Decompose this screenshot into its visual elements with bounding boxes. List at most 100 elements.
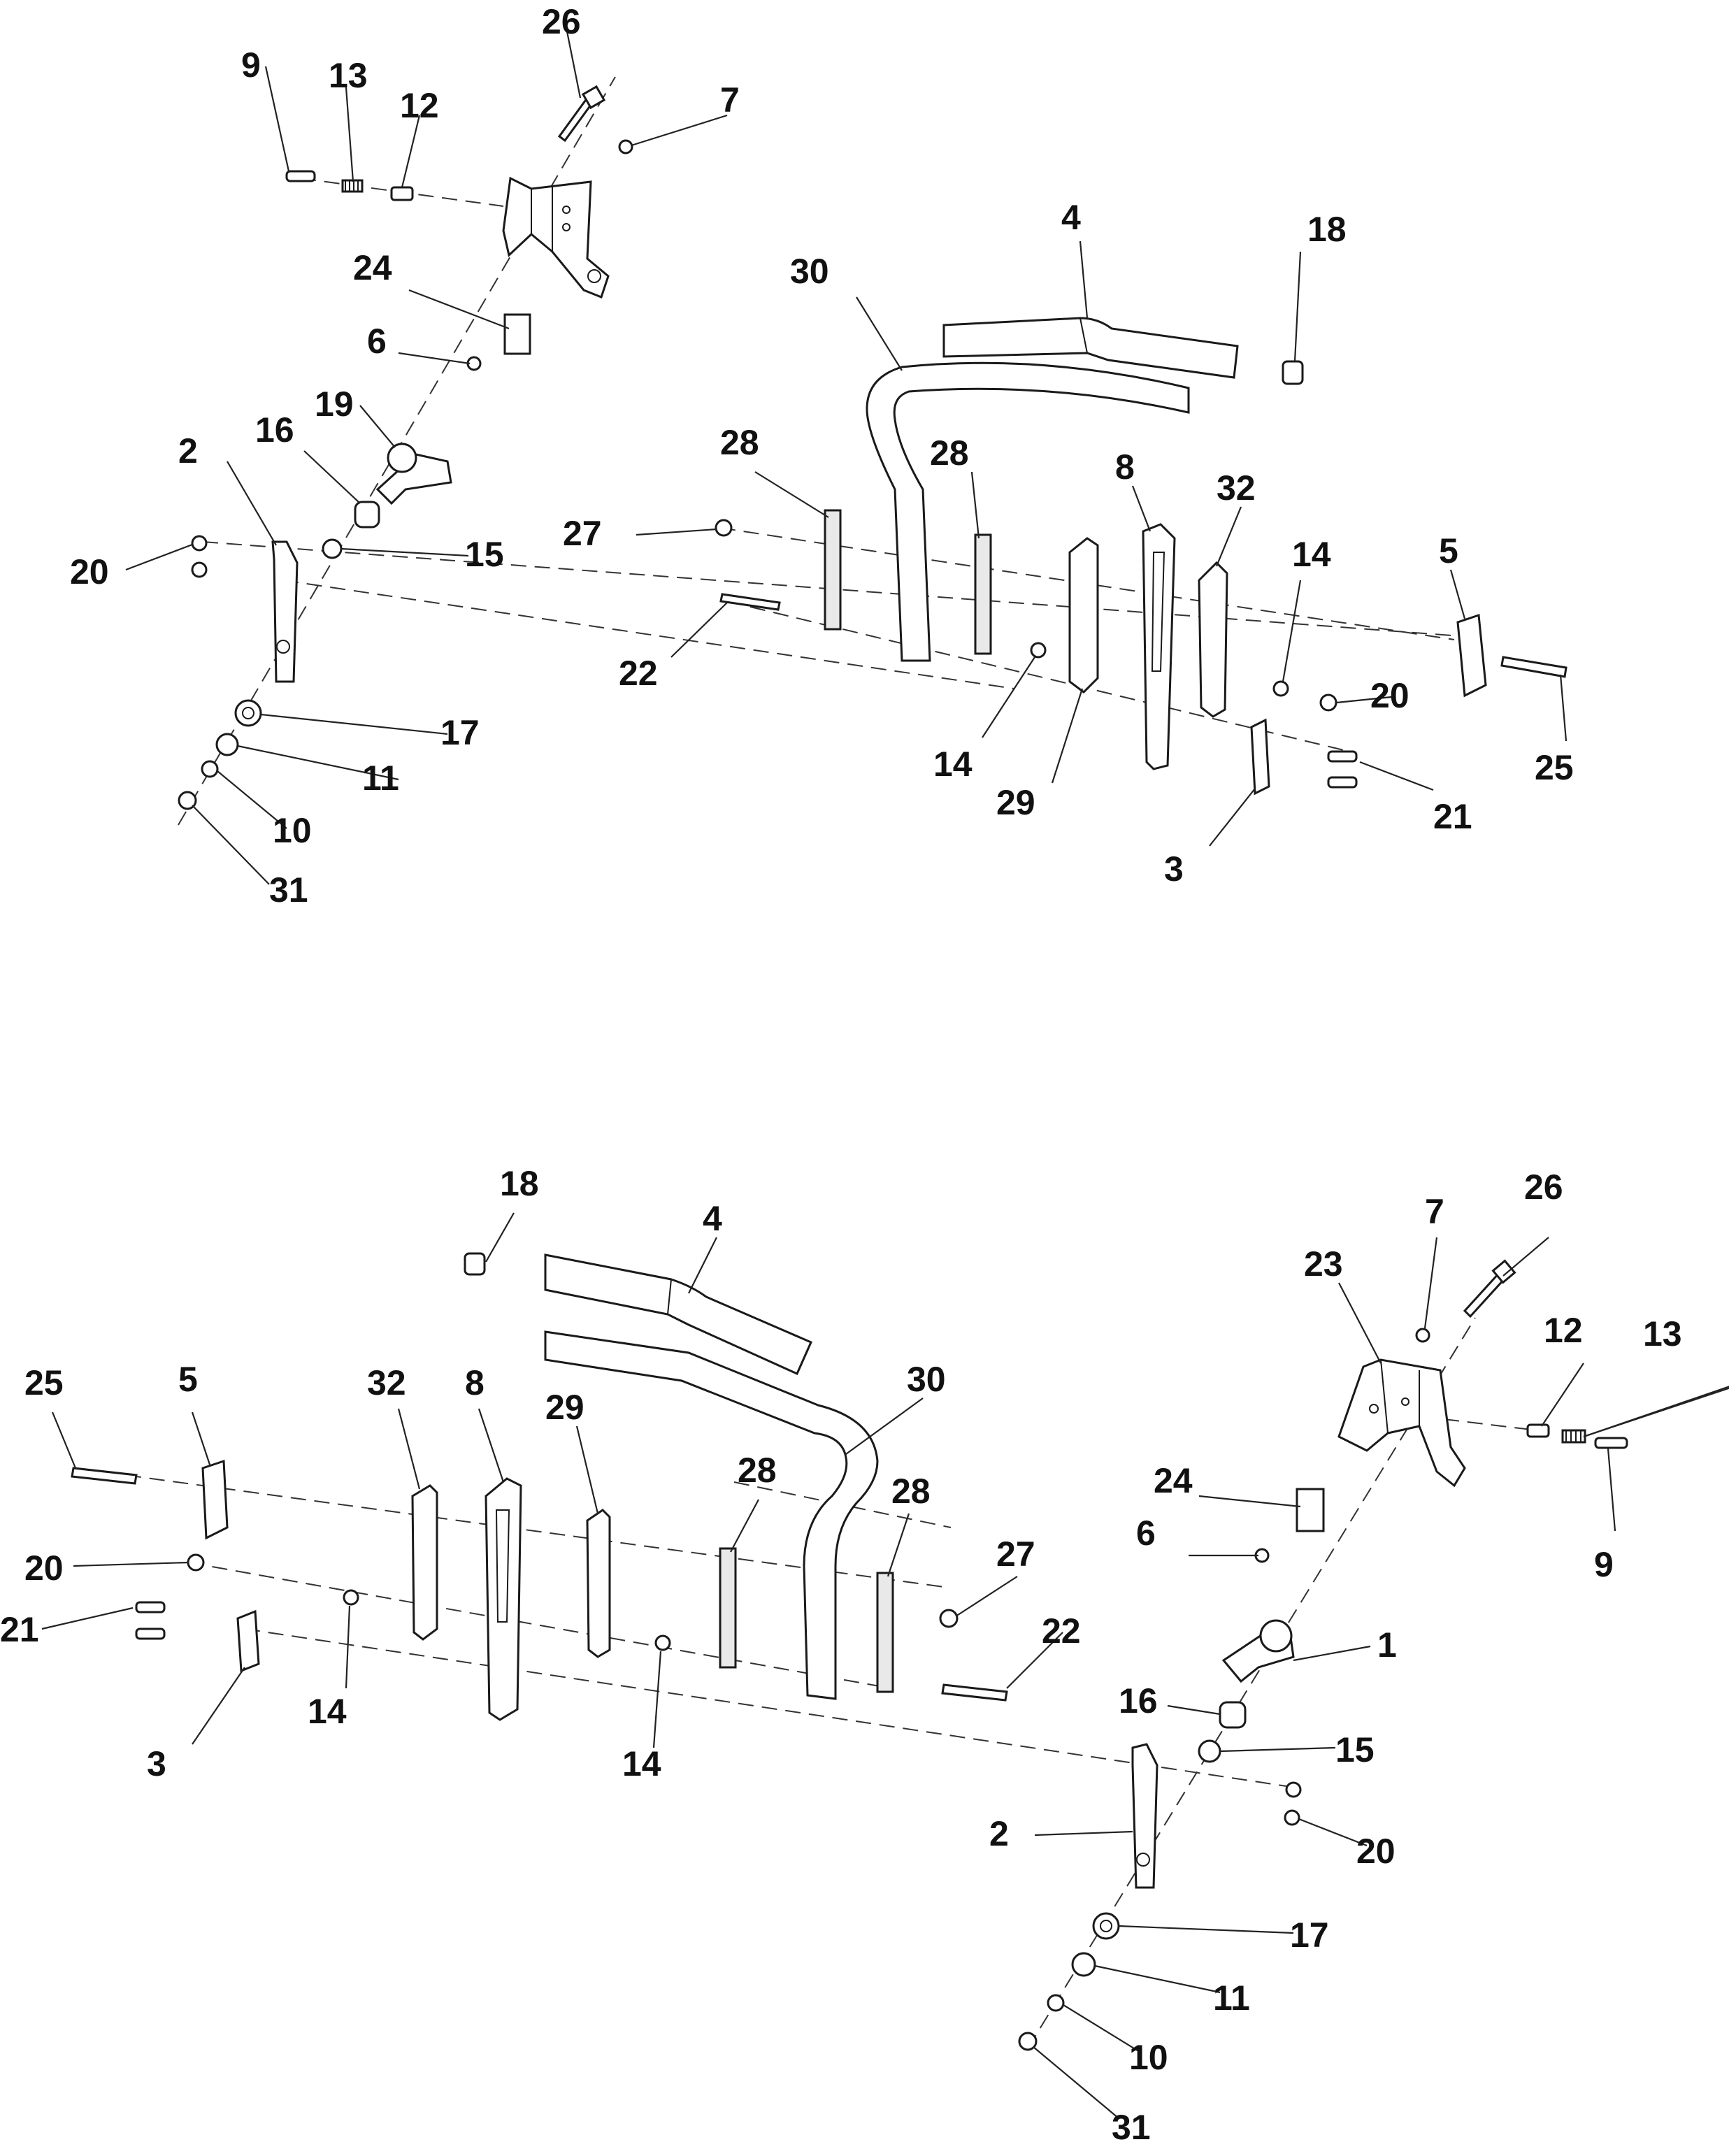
nut-part [1415, 1328, 1430, 1343]
callout-label: 13 [329, 56, 368, 95]
nut-20b-part [1284, 1809, 1300, 1826]
plate-28b-part [974, 533, 992, 655]
callout-label: 20 [70, 552, 109, 591]
callout-label: 22 [1042, 1611, 1081, 1651]
latch-part [503, 313, 531, 355]
callout-label: 29 [996, 783, 1035, 822]
cap-part [1282, 360, 1304, 385]
callout-label: 18 [500, 1164, 539, 1203]
callout-label: 14 [622, 1744, 661, 1783]
callout-label: 27 [996, 1535, 1035, 1574]
callout-label: 2 [989, 1814, 1009, 1853]
callout-label: 15 [465, 535, 504, 574]
nut-20-part [1285, 1781, 1302, 1798]
bushing-part [1526, 1423, 1550, 1438]
plate-32-part [411, 1484, 438, 1641]
callout-label: 19 [315, 385, 354, 424]
callout-label: 7 [720, 80, 740, 120]
link-part [1131, 1743, 1158, 1889]
plate-29-part [586, 1509, 611, 1658]
nut-14a-part [1030, 642, 1047, 659]
callout-label: 24 [353, 248, 392, 287]
nut-20b-part [191, 561, 208, 578]
bolt-head [1491, 1259, 1516, 1284]
plate-29-part [1068, 537, 1099, 693]
pin-part [1594, 1437, 1628, 1449]
callout-label: 14 [933, 745, 973, 784]
plate-5-part [1456, 613, 1487, 698]
nut-20c-part [187, 1553, 205, 1572]
bolt-25-part [1500, 656, 1567, 678]
washer-10-part [1047, 1994, 1065, 2012]
callout-label: 14 [308, 1692, 347, 1731]
bushing-16-part [1219, 1701, 1247, 1729]
nut-20c-part [1319, 693, 1337, 712]
callout-label: 15 [1335, 1730, 1375, 1769]
callout-label: 22 [619, 654, 658, 693]
plate-8-part [1142, 523, 1176, 770]
callout-label: 21 [0, 1610, 39, 1649]
pin-part [285, 170, 316, 182]
callout-label: 20 [1356, 1832, 1396, 1871]
top-assembly: 26 9 13 12 7 4 18 30 24 6 19 16 2 28 28 … [70, 2, 1574, 910]
callout-label: 16 [1119, 1681, 1158, 1720]
callout-label: 3 [147, 1744, 166, 1783]
nut-20-part [191, 535, 208, 552]
callout-label: 16 [255, 410, 294, 450]
callout-label: 27 [563, 514, 602, 553]
nut-14b-part [1272, 680, 1289, 697]
callout-label: 31 [1112, 2108, 1151, 2147]
callout-label: 9 [1594, 1545, 1614, 1584]
callout-label: 28 [891, 1472, 931, 1511]
callout-label: 5 [1439, 531, 1458, 570]
callout-label: 11 [1213, 1978, 1250, 2018]
cap-part [464, 1252, 486, 1276]
lever-hub [387, 443, 417, 473]
callout-label: 28 [930, 433, 969, 473]
callout-label: 9 [241, 45, 261, 85]
screw-21a-part [1327, 750, 1358, 763]
callout-label: 10 [273, 811, 312, 850]
callout-label: 18 [1307, 210, 1347, 249]
grip-part [544, 1253, 812, 1375]
bearing-part [1198, 1739, 1221, 1763]
callout-label: 13 [1643, 1314, 1682, 1353]
plate-28b-part [876, 1572, 894, 1693]
callout-label: 28 [720, 423, 759, 462]
bracket-part [1337, 1358, 1466, 1488]
callout-label: 3 [1164, 849, 1184, 889]
washer-11-part [215, 733, 239, 756]
handle-part [544, 1330, 879, 1700]
callout-label: 2 [178, 431, 198, 470]
callout-label: 25 [1535, 748, 1574, 787]
callout-label: 4 [703, 1199, 722, 1238]
callout-label: 6 [367, 322, 387, 361]
callout-label: 20 [1370, 676, 1409, 715]
callout-label: 30 [907, 1360, 946, 1399]
bushing-part [390, 186, 414, 201]
callout-label: 10 [1129, 2038, 1168, 2077]
callout-label: 8 [465, 1363, 485, 1402]
bolt-27-part [939, 1609, 959, 1628]
callout-label: 7 [1425, 1192, 1444, 1231]
callout-label: 21 [1433, 797, 1472, 836]
bolt-27-part [715, 519, 733, 537]
callout-label: 32 [1217, 468, 1256, 508]
callout-label: 4 [1061, 198, 1081, 237]
washer-17-part [1092, 1912, 1120, 1940]
bolt-22-part [941, 1683, 1008, 1702]
grip-part [942, 317, 1239, 379]
bolt-25-part [71, 1467, 138, 1485]
callout-label: 30 [790, 252, 829, 291]
link-part [271, 540, 299, 683]
callout-label: 12 [400, 86, 439, 125]
callout-label: 14 [1292, 535, 1331, 574]
washer-10-part [201, 760, 219, 778]
callout-label: 17 [440, 713, 480, 752]
bracket-part [502, 176, 610, 299]
callout-label: 32 [367, 1363, 406, 1402]
lever-hub [1259, 1619, 1293, 1653]
bearing-part [322, 538, 343, 559]
nut-31-part [1018, 2032, 1038, 2051]
